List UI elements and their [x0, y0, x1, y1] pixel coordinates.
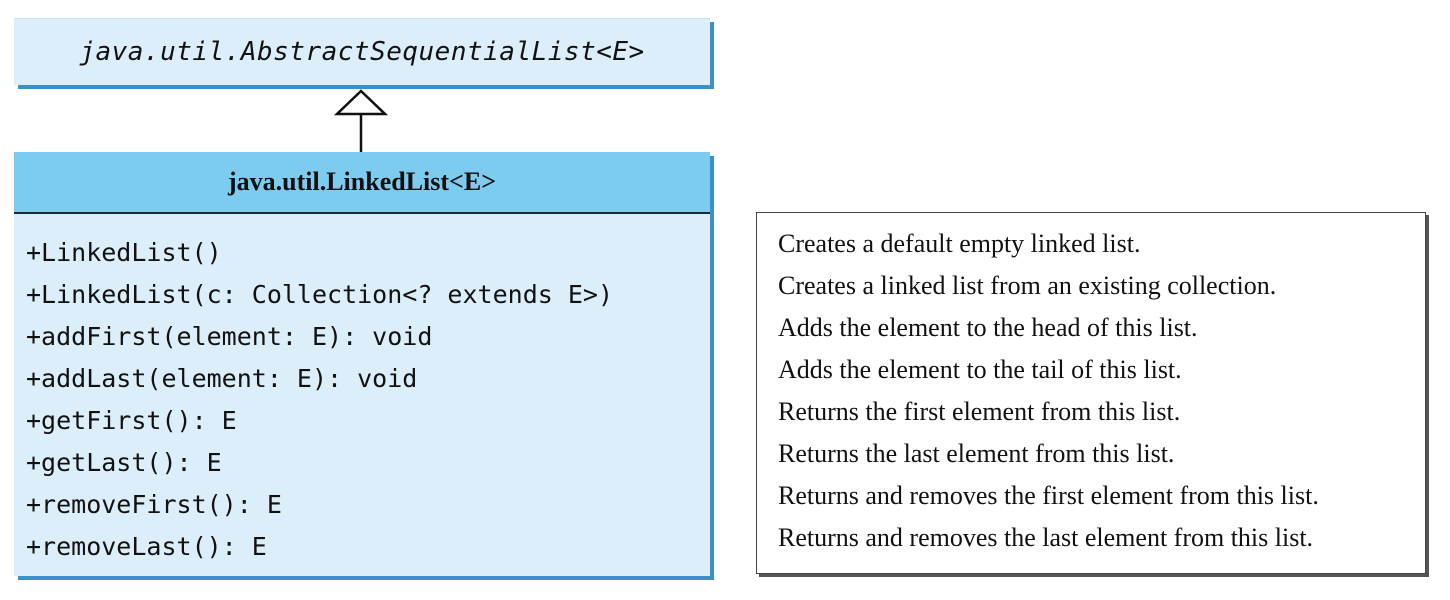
- description-get-last: Returns the last element from this list.: [778, 439, 1175, 468]
- description-box: Creates a default empty linked list. Cre…: [756, 212, 1426, 574]
- method-add-first: +addFirst(element: E): void: [26, 322, 433, 351]
- description-remove-first: Returns and removes the first element fr…: [778, 481, 1319, 510]
- method-remove-last: +removeLast(): E: [26, 532, 267, 561]
- description-get-first: Returns the first element from this list…: [778, 397, 1181, 426]
- method-get-first: +getFirst(): E: [26, 406, 237, 435]
- method-remove-first: +removeFirst(): E: [26, 490, 282, 519]
- description-constructor-collection: Creates a linked list from an existing c…: [778, 271, 1277, 300]
- method-get-last: +getLast(): E: [26, 448, 222, 477]
- method-constructor-default: +LinkedList(): [26, 238, 222, 267]
- superclass-name: java.util.AbstractSequentialList<E>: [79, 37, 645, 67]
- description-constructor-default: Creates a default empty linked list.: [778, 229, 1141, 258]
- class-box: java.util.LinkedList<E> +LinkedList() +L…: [14, 152, 710, 576]
- method-add-last: +addLast(element: E): void: [26, 364, 418, 393]
- inheritance-arrow: [333, 89, 389, 152]
- description-add-first: Adds the element to the head of this lis…: [778, 313, 1198, 342]
- description-remove-last: Returns and removes the last element fro…: [778, 523, 1314, 552]
- class-header: java.util.LinkedList<E>: [14, 152, 710, 214]
- class-name: java.util.LinkedList<E>: [227, 167, 497, 196]
- method-constructor-collection: +LinkedList(c: Collection<? extends E>): [26, 280, 613, 309]
- method-list: +LinkedList() +LinkedList(c: Collection<…: [14, 214, 710, 576]
- superclass-box: java.util.AbstractSequentialList<E>: [14, 18, 710, 85]
- description-add-last: Adds the element to the tail of this lis…: [778, 355, 1182, 384]
